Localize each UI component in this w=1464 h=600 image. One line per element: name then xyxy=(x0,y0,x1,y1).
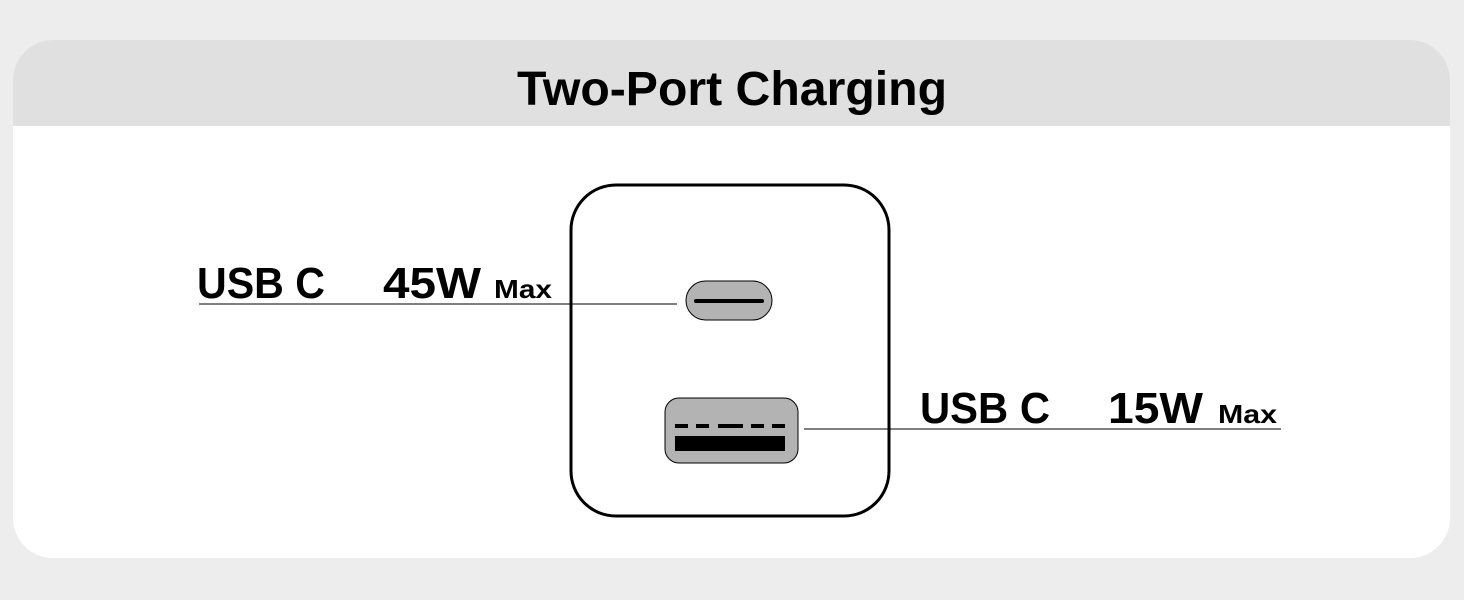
port-power: 15W xyxy=(1108,384,1203,433)
usb-c-port-icon xyxy=(685,280,773,321)
port-label-usb-c-45w: USB C 45W Max xyxy=(197,259,677,308)
port-label-usb-c-15w: USB C 15W Max xyxy=(804,384,1281,433)
port-type: USB C xyxy=(197,259,325,308)
page-title: Two-Port Charging xyxy=(517,63,947,116)
charger-icon xyxy=(569,183,891,518)
port-suffix: Max xyxy=(1218,399,1278,429)
port-power: 45W xyxy=(383,259,481,308)
header-bar xyxy=(13,40,1450,126)
port-suffix: Max xyxy=(494,274,553,304)
port-type: USB C xyxy=(920,384,1050,433)
usb-a-port-icon xyxy=(664,397,799,464)
